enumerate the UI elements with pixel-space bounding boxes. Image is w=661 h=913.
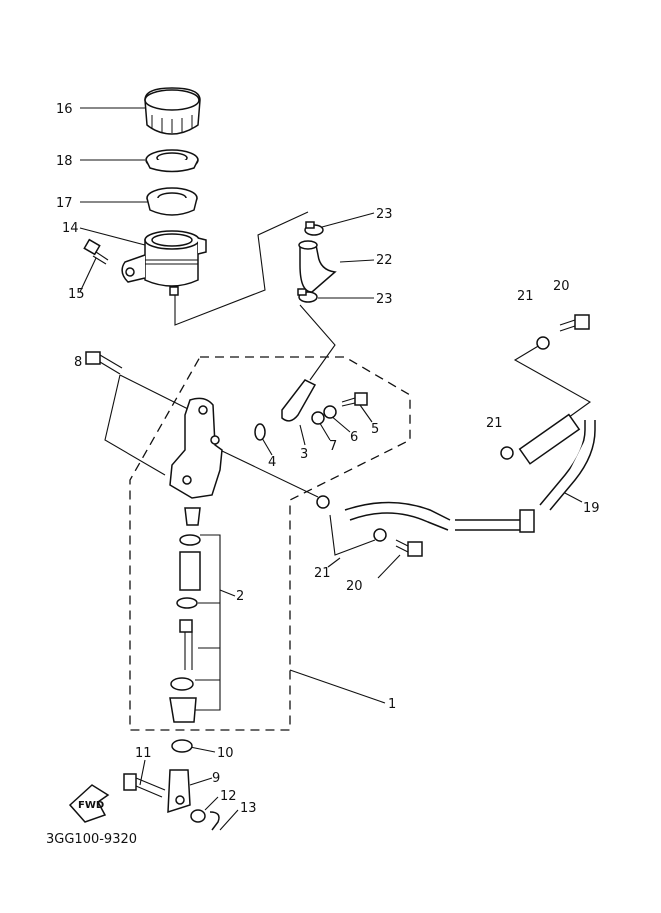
master-cylinder-body: [169, 397, 223, 499]
copper-washer-left: [316, 495, 330, 509]
callout-21-upper: 21: [517, 289, 534, 304]
callout-16: 16: [56, 102, 73, 117]
reservoir-cap: [144, 87, 201, 135]
nut: [171, 739, 193, 753]
diaphragm-plate: [145, 149, 199, 173]
cotter-pin: [209, 811, 220, 831]
reservoir-tank: [121, 230, 207, 296]
fitting-screw: [341, 392, 368, 407]
reservoir-hose: [298, 240, 337, 293]
callout-1: 1: [388, 697, 396, 712]
callout-3: 3: [300, 447, 308, 462]
callout-21-lower: 21: [314, 566, 331, 581]
callout-21-mid: 21: [486, 416, 503, 431]
clevis-joint: [167, 769, 191, 814]
clevis-pin: [123, 773, 166, 798]
brake-hose: [344, 413, 596, 533]
union-bolt-upper: [559, 314, 590, 332]
callout-20-lower: 20: [346, 579, 363, 594]
callout-14: 14: [62, 221, 79, 236]
callout-8: 8: [74, 355, 82, 370]
plain-washer: [190, 809, 206, 823]
callout-22: 22: [376, 253, 393, 268]
callout-labels: 16 18 17 14 15 23 22 23 21 20 8 4 3 7 6 …: [46, 102, 600, 847]
callout-12: 12: [220, 789, 237, 804]
hose-clamp-upper: [304, 221, 324, 236]
fwd-direction-badge: FWD: [68, 784, 110, 823]
assembly-outline: [129, 356, 411, 731]
copper-washer-upper: [536, 336, 550, 350]
callout-19: 19: [583, 501, 600, 516]
callout-9: 9: [212, 771, 220, 786]
callout-2: 2: [236, 589, 244, 604]
callout-11: 11: [135, 746, 152, 761]
diaphragm: [146, 187, 198, 216]
copper-washer-lower: [373, 528, 387, 542]
callout-10: 10: [217, 746, 234, 761]
reservoir-screw: [83, 238, 109, 265]
callout-23-lower: 23: [376, 292, 393, 307]
o-ring: [254, 423, 266, 441]
washer-medium: [323, 405, 337, 419]
callout-23-upper: 23: [376, 207, 393, 222]
elbow-fitting: [281, 379, 317, 422]
copper-washer-mid: [500, 446, 514, 460]
callout-6: 6: [350, 430, 358, 445]
callout-5: 5: [371, 422, 379, 437]
mounting-bolt: [85, 351, 123, 375]
callout-15: 15: [68, 287, 85, 302]
leader-lines: [79, 107, 592, 831]
callout-13: 13: [240, 801, 257, 816]
callout-7: 7: [329, 439, 337, 454]
hose-clamp-lower: [297, 288, 318, 303]
diagram-code: 3GG100-9320: [46, 832, 137, 847]
callout-17: 17: [56, 196, 73, 211]
callout-20-upper: 20: [553, 279, 570, 294]
callout-18: 18: [56, 154, 73, 169]
washer-small: [311, 411, 325, 425]
callout-4: 4: [268, 455, 276, 470]
piston-kit: [169, 507, 201, 723]
fwd-label: FWD: [78, 800, 104, 811]
union-bolt-lower: [395, 539, 423, 557]
